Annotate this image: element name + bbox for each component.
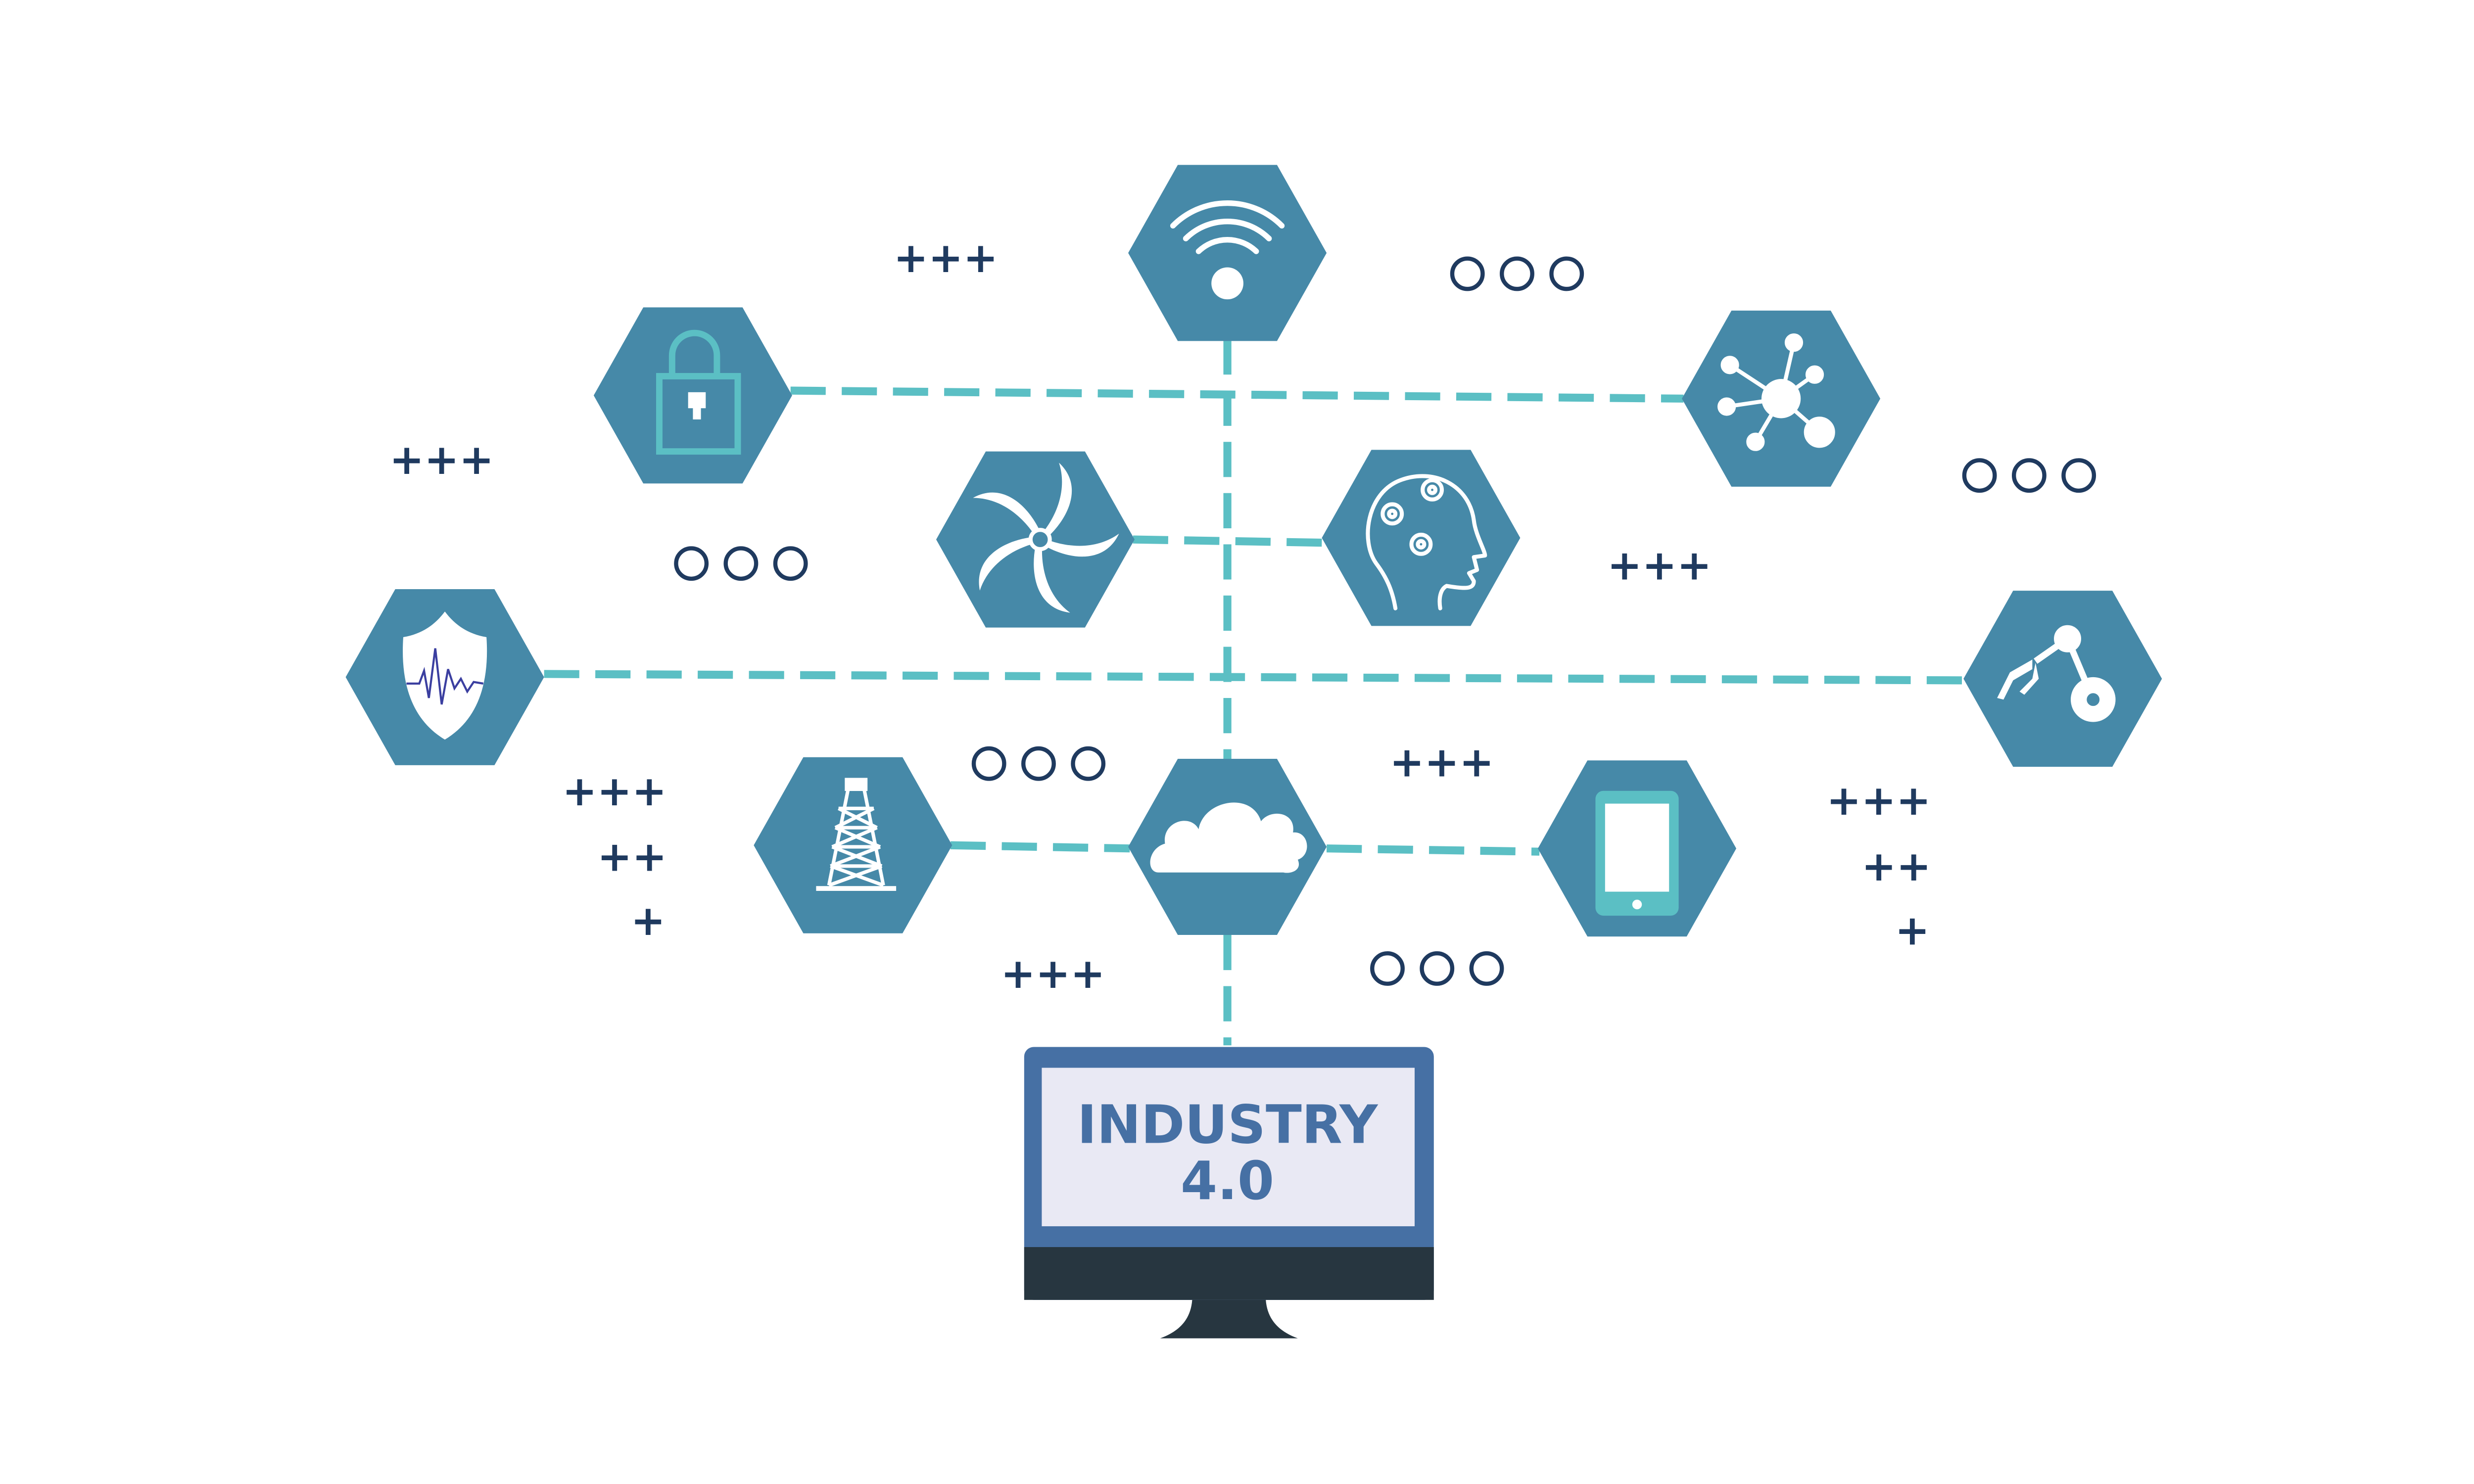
monitor: INDUSTRY 4.0: [1024, 1047, 1434, 1339]
plus-stack-right-1: +++: [1826, 776, 1931, 825]
cloud-icon: [1150, 802, 1307, 873]
monitor-stand: [1160, 1299, 1298, 1339]
plus-stack-right-3: +: [1895, 906, 1930, 954]
plus-stack-left-1: +++: [562, 767, 666, 815]
connector-cloud-tablet: [1326, 844, 1540, 856]
circles-far-right: [1962, 458, 2096, 493]
circles-top-right: [1450, 256, 1584, 291]
power-tower-icon: [816, 778, 897, 891]
connector-shield-robot: [544, 670, 1965, 685]
plus-row-mid: +++: [1389, 738, 1494, 787]
fan-blades-icon: [973, 463, 1119, 613]
hex-brain: [1322, 450, 1521, 626]
head-gears-icon: [1366, 474, 1487, 610]
connector-tower-cloud: [950, 841, 1130, 853]
connector-lock-network: [790, 386, 1684, 403]
hex-wifi: [1128, 165, 1327, 341]
plus-row-left: +++: [389, 435, 494, 484]
plus-stack-left-3: +: [631, 896, 666, 945]
connectors: [544, 339, 1965, 1046]
plus-decorations: +++ +++ +++ +++ +++ +++ ++ + +++ ++ +: [389, 233, 1931, 998]
circle-decorations: [674, 256, 2096, 986]
hex-robot-arm: [1963, 591, 2162, 767]
plus-row-bottom: +++: [1000, 949, 1105, 998]
monitor-title-line2: 4.0: [1181, 1151, 1274, 1212]
padlock-icon: [656, 329, 741, 455]
plus-row-brain: +++: [1607, 541, 1712, 589]
circles-bottom: [1370, 951, 1504, 986]
monitor-title-line1: INDUSTRY: [1077, 1095, 1379, 1156]
robot-arm-icon: [1997, 625, 2116, 722]
plus-stack-right-2: ++: [1861, 842, 1931, 890]
monitor-screen: [1042, 1067, 1415, 1226]
network-nodes-icon: [1717, 333, 1835, 451]
connector-fan-brain: [1133, 535, 1324, 547]
wifi-icon: [1170, 200, 1285, 300]
tablet-icon: [1595, 790, 1679, 916]
monitor-bezel-bottom: [1024, 1247, 1434, 1300]
shield-pulse-icon: [403, 611, 487, 740]
plus-row-top: +++: [894, 233, 998, 282]
circles-center: [971, 746, 1106, 781]
circles-left: [674, 546, 808, 581]
plus-stack-left-2: ++: [597, 832, 667, 881]
